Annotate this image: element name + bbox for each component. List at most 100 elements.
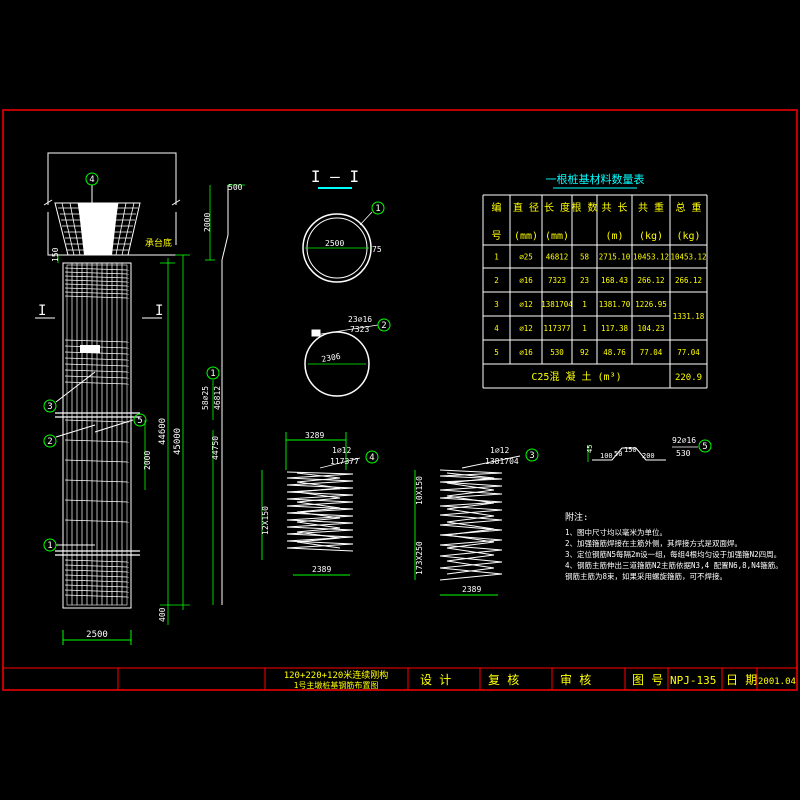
table-cell: 1331.18	[673, 312, 705, 321]
table-cell: 117.38	[601, 324, 629, 333]
table-concrete-label: C25混 凝 土 (m³)	[531, 370, 621, 383]
table-cell: 46812	[546, 253, 569, 262]
balloon-5-elevation-text: 5	[137, 416, 142, 426]
table-header-unit-cell: (mm)	[514, 231, 538, 242]
bar-5-length: 530	[676, 449, 691, 458]
balloon-1-section-text: 1	[375, 204, 380, 214]
dim-150-pile: 150	[51, 247, 60, 262]
balloon-3-elevation	[43, 399, 57, 413]
dim-44750: 44750	[211, 436, 220, 460]
table-cell: 2715.10	[599, 253, 631, 262]
table-header-unit-cell: (m)	[605, 231, 623, 242]
balloon-2-section-text: 2	[381, 321, 386, 331]
spiral-4-length: 117377	[330, 457, 359, 466]
table-cell: 4	[494, 324, 499, 333]
bar-5-label: 92⌀16	[672, 436, 696, 445]
table-header-cell: 共 重	[638, 201, 664, 214]
table-concrete-value: 220.9	[675, 373, 702, 383]
table-cell: ⌀12	[519, 324, 533, 333]
dim-10x150: 10X150	[415, 476, 424, 505]
table-cell: 168.43	[601, 276, 628, 285]
dim-200: 200	[642, 452, 655, 460]
table-cell: 48.76	[603, 348, 626, 357]
dim-44600: 44600	[158, 418, 168, 445]
spiral-4-detail	[261, 432, 361, 576]
table-cell: 1381704	[541, 300, 573, 309]
balloon-4-spiral	[365, 450, 379, 464]
approve-label: 审 核	[560, 672, 591, 687]
balloon-1-elevation	[43, 538, 57, 552]
dim-45: 45	[586, 445, 594, 453]
table-cell: 1381.70	[599, 300, 631, 309]
main-bar-detail	[205, 184, 245, 605]
table-cell: ⌀25	[519, 253, 533, 262]
table-cell: 1	[582, 324, 587, 333]
note-line-5: 钢筋主筋为8束，如果采用螺旋箍筋，可不焊接。	[565, 571, 727, 581]
balloon-1-elevation-text: 1	[47, 541, 52, 551]
dim-400: 400	[158, 607, 167, 622]
pile-elevation	[35, 152, 190, 645]
date-value: 2001.04	[758, 677, 796, 687]
section-mark-left: I	[38, 303, 46, 319]
notes-block: 附注: 1、图中尺寸均以毫米为单位。 2、加强箍筋焊接在主筋外侧，其焊接方式是双…	[565, 511, 783, 581]
table-cell: ⌀16	[519, 348, 533, 357]
dim-150-bar5: 150	[624, 446, 637, 454]
drawing-frame	[2, 109, 798, 691]
dim-2000-pile: 2000	[143, 451, 152, 470]
table-cell: 77.04	[640, 348, 663, 357]
table-title: 一根桩基材料数量表	[546, 172, 645, 186]
bar-2-label: 23⌀16	[348, 315, 372, 324]
section-title: I — I	[311, 167, 359, 186]
dim-50: 50	[614, 450, 622, 458]
table-cell: 10453.12	[670, 253, 706, 262]
drawing-title-1: 120+220+120米连续刚构	[284, 669, 389, 681]
balloon-5-bar	[698, 439, 712, 453]
dim-75: 75	[372, 245, 382, 254]
table-cell: 77.04	[677, 348, 700, 357]
date-label: 日 期	[726, 673, 757, 687]
table-cell: 2	[494, 276, 499, 285]
title-block	[3, 667, 797, 690]
dim-2389-4: 2389	[312, 565, 331, 574]
table-cell: 23	[580, 276, 589, 285]
bar-1-length: 46812	[213, 386, 222, 410]
dim-12x150: 12X150	[261, 506, 270, 535]
table-cell: 58	[580, 253, 590, 262]
bar-2-length: 7323	[350, 325, 369, 334]
balloon-4-elevation-text: 4	[89, 175, 94, 185]
review-label: 复 核	[488, 673, 519, 687]
table-cell: 266.12	[637, 276, 664, 285]
drawing-no-label: 图 号	[632, 673, 663, 687]
balloon-1-bar	[206, 366, 220, 380]
balloon-2-section	[377, 318, 391, 332]
table-cell: 104.23	[637, 324, 664, 333]
balloon-1-bar-text: 1	[210, 369, 215, 379]
balloon-4-elevation	[85, 172, 99, 186]
table-header-unit-cell: (mm)	[545, 231, 569, 242]
spiral-3-detail	[414, 455, 521, 596]
note-line-3: 3、定位钢筋N5每隔2m设一组，每组4根均匀设于加强箍N2四周。	[565, 549, 781, 559]
dim-2389-3: 2389	[462, 585, 481, 594]
dim-45000: 45000	[173, 428, 183, 455]
notes-heading: 附注:	[565, 511, 588, 523]
table-cell: 1226.95	[635, 300, 667, 309]
drawing-title-2: 1号主墩桩基钢筋布置图	[294, 680, 379, 690]
table-header-cell: 根 数	[571, 201, 597, 214]
table-header-cell: 共 长	[601, 202, 627, 214]
table-cell: ⌀16	[519, 276, 533, 285]
spiral-3-length: 1381704	[485, 457, 519, 466]
table-header-cell: 直 径	[513, 201, 539, 214]
design-label: 设 计	[420, 673, 451, 687]
balloon-4-spiral-text: 4	[369, 453, 374, 463]
note-line-2: 2、加强箍筋焊接在主筋外侧，其焊接方式是双面焊。	[565, 538, 742, 548]
dim-2000-bar: 2000	[203, 213, 212, 232]
dim-100: 100	[600, 452, 613, 460]
table-cell: 10453.12	[633, 253, 669, 262]
dim-173x250: 173X250	[415, 541, 424, 575]
balloon-3-spiral-text: 3	[529, 451, 534, 461]
dim-3289: 3289	[305, 431, 324, 440]
table-header-cell: 长 度	[544, 201, 570, 214]
balloon-2-elevation	[43, 434, 57, 448]
table-cell: 3	[494, 300, 499, 309]
